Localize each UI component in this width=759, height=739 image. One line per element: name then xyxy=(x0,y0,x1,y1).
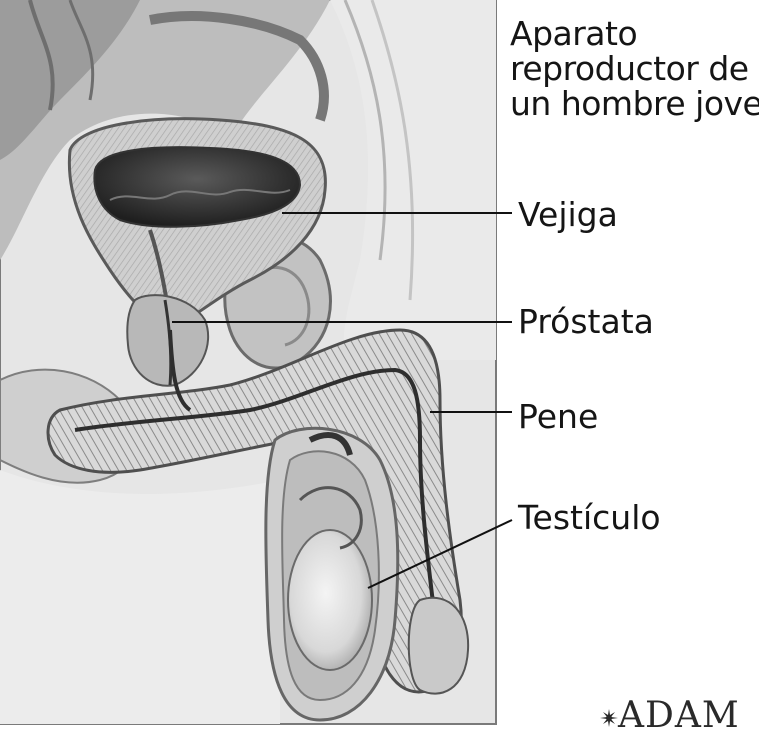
adam-logo: ADAM xyxy=(600,696,740,736)
title-line-1: Aparato xyxy=(510,16,755,51)
figure-title: Aparato reproductor de un hombre joven xyxy=(510,16,755,121)
label-pene: Pene xyxy=(518,399,598,435)
logo-mark-icon xyxy=(600,709,618,727)
label-vejiga: Vejiga xyxy=(518,197,618,233)
logo-text: ADAM xyxy=(618,695,740,736)
title-line-2: reproductor de xyxy=(510,51,755,86)
label-prostata: Próstata xyxy=(518,304,654,340)
label-testiculo: Testículo xyxy=(518,500,661,536)
title-line-3: un hombre joven xyxy=(510,86,755,121)
testis xyxy=(266,428,398,720)
